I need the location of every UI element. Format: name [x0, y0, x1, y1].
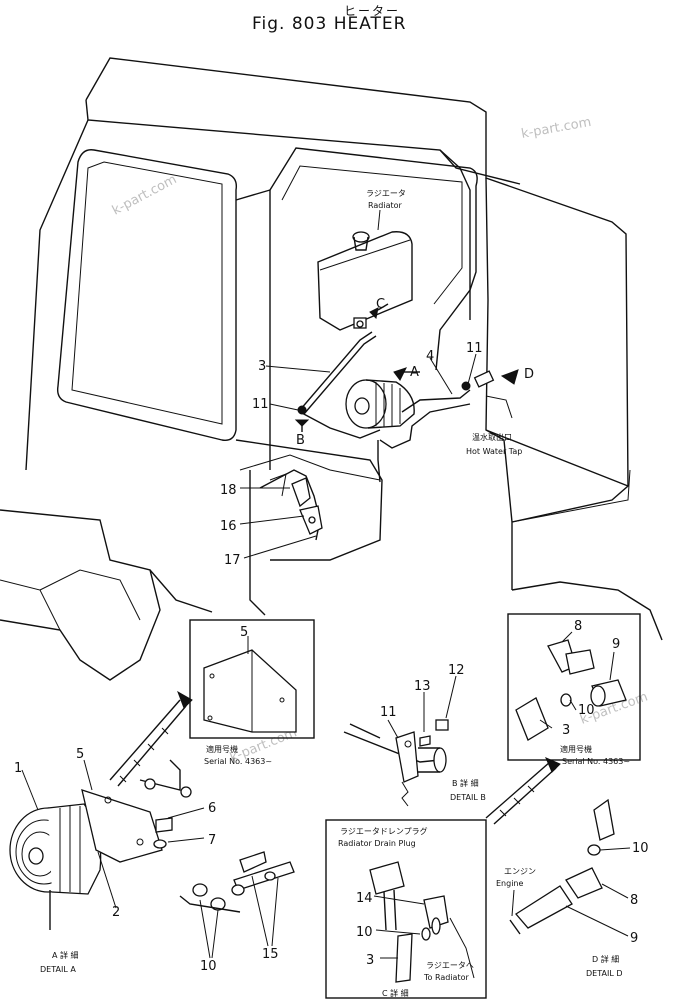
view-letter-a: A [410, 365, 419, 380]
part-number-2: 2 [112, 905, 120, 920]
part-number-8-lower: 8 [630, 893, 638, 908]
part-number-10-upper: 10 [578, 703, 595, 718]
part-number-11-b: 11 [380, 705, 397, 720]
serial-label-en-a: Serial No. 4363~ [204, 757, 272, 766]
part-number-6: 6 [208, 801, 216, 816]
part-number-10-lower: 10 [632, 841, 649, 856]
part-number-11-main-right: 11 [466, 341, 483, 356]
radiator-label-jp: ラジエータ [366, 189, 406, 198]
watermark-2: k-part.com [520, 115, 592, 142]
part-number-7: 7 [208, 833, 216, 848]
radiator-drain-label-en: Radiator Drain Plug [338, 839, 416, 848]
serial-label-jp-d: 適用号機 [560, 744, 592, 754]
part-number-5: 5 [76, 747, 84, 762]
serial-label-en-d: Serial No. 4363~ [562, 757, 630, 766]
main-leaders [239, 209, 513, 559]
part-number-10-c: 10 [356, 925, 373, 940]
detail-d-label-en: DETAIL D [586, 969, 622, 978]
heater-assembly [259, 317, 495, 541]
radiator-drain-label-jp: ラジエータドレンプラグ [340, 826, 428, 836]
detail-a-label-jp: A 詳 細 [52, 950, 79, 960]
detail-b-label-jp: B 詳 細 [452, 778, 479, 788]
title-japanese: ヒーター [344, 4, 401, 18]
hot-water-tap-label-en: Hot Water Tap [466, 447, 522, 456]
part-number-1: 1 [14, 761, 22, 776]
part-number-8-upper: 8 [574, 619, 582, 634]
part-number-15: 15 [262, 947, 279, 962]
cab-outline [0, 57, 663, 681]
view-arrows [294, 303, 519, 432]
part-number-18-main: 18 [220, 483, 237, 498]
part-number-3-main: 3 [258, 359, 266, 374]
part-number-12: 12 [448, 663, 465, 678]
part-number-16-main: 16 [220, 519, 237, 534]
detail-c-label-jp: C 詳 細 [382, 988, 409, 998]
watermark-1: k-part.com [110, 172, 180, 218]
engine-label-jp: エンジン [504, 867, 536, 876]
detail-b-drawing [343, 675, 457, 807]
detail-a-drawing [9, 619, 315, 930]
part-number-3-upper: 3 [562, 723, 570, 738]
detail-d-upper [507, 613, 641, 761]
part-number-5-serial: 5 [240, 625, 248, 640]
detail-a-label-en: DETAIL A [40, 965, 76, 974]
part-number-17-main: 17 [224, 553, 241, 568]
part-number-11-main-left: 11 [252, 397, 269, 412]
title-english: Fig. 803 HEATER [252, 14, 407, 34]
part-number-14: 14 [356, 891, 373, 906]
detail-c-drawing [325, 819, 487, 999]
hot-water-tap-label-jp: 温水取出口 [472, 432, 512, 442]
serial-label-jp-a: 適用号機 [206, 744, 238, 754]
part-number-9-upper: 9 [612, 637, 620, 652]
part-number-3-c: 3 [366, 953, 374, 968]
part-number-13: 13 [414, 679, 431, 694]
detail-b-label-en: DETAIL B [450, 793, 486, 802]
radiator-label-en: Radiator [368, 201, 403, 210]
engine-label-en: Engine [496, 879, 523, 888]
view-letter-c: C [376, 297, 385, 312]
detail-d-lower [485, 757, 631, 937]
to-radiator-label-jp: ラジエータへ [426, 961, 474, 970]
part-number-4-main: 4 [426, 349, 434, 364]
view-letter-b: B [296, 433, 305, 448]
part-number-10-a: 10 [200, 959, 217, 974]
to-radiator-label-en: To Radiator [423, 973, 469, 982]
view-letter-d: D [524, 367, 534, 382]
detail-d-label-jp: D 詳 細 [592, 954, 619, 964]
part-number-9-lower: 9 [630, 931, 638, 946]
detail-a-leaders [21, 636, 279, 959]
